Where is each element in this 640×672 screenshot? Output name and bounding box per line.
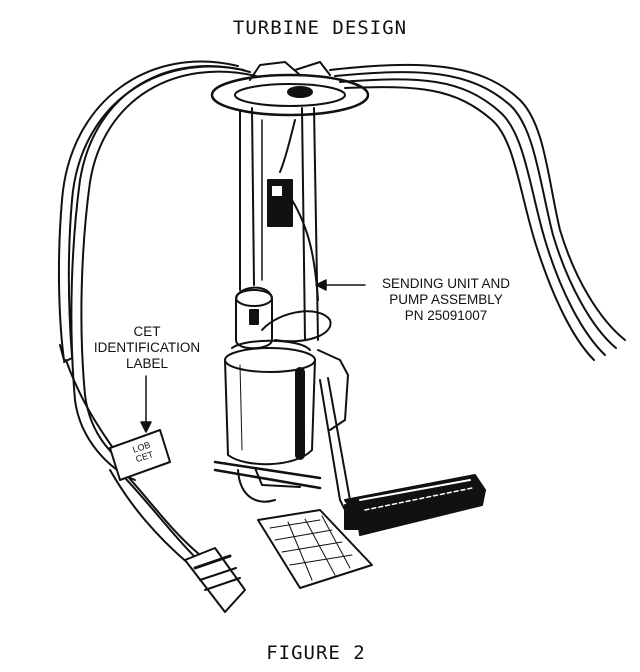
cet-identification-label: CET IDENTIFICATION LABEL: [82, 324, 212, 372]
page-title: TURBINE DESIGN: [232, 17, 408, 39]
fuel-lines-left: [57, 60, 257, 481]
harness-connector: [109, 467, 246, 613]
label-line: SENDING UNIT AND: [381, 276, 511, 291]
fuel-lines-right: [329, 63, 626, 361]
label-line: PUMP ASSEMBLY: [389, 292, 503, 307]
strainer-sock: [257, 509, 373, 589]
label-line: PN 25091007: [404, 308, 488, 323]
label-line: LABEL: [125, 356, 169, 371]
float-body: [344, 474, 486, 536]
float-arm: [317, 349, 351, 521]
sending-unit-label: SENDING UNIT AND PUMP ASSEMBLY PN 250910…: [366, 276, 526, 324]
clamp-band: [213, 460, 322, 503]
wire-loop: [261, 310, 332, 343]
mounting-flange: [210, 61, 370, 117]
pump-cylinder: [224, 339, 316, 466]
label-line: CET: [133, 324, 161, 339]
label-line: IDENTIFICATION: [93, 340, 201, 355]
figure-caption: FIGURE 2: [266, 642, 366, 664]
wire-connector: [267, 119, 319, 301]
cet-tag: [109, 429, 171, 481]
leader-lines: [140, 279, 366, 433]
sending-unit-body: [235, 286, 273, 350]
